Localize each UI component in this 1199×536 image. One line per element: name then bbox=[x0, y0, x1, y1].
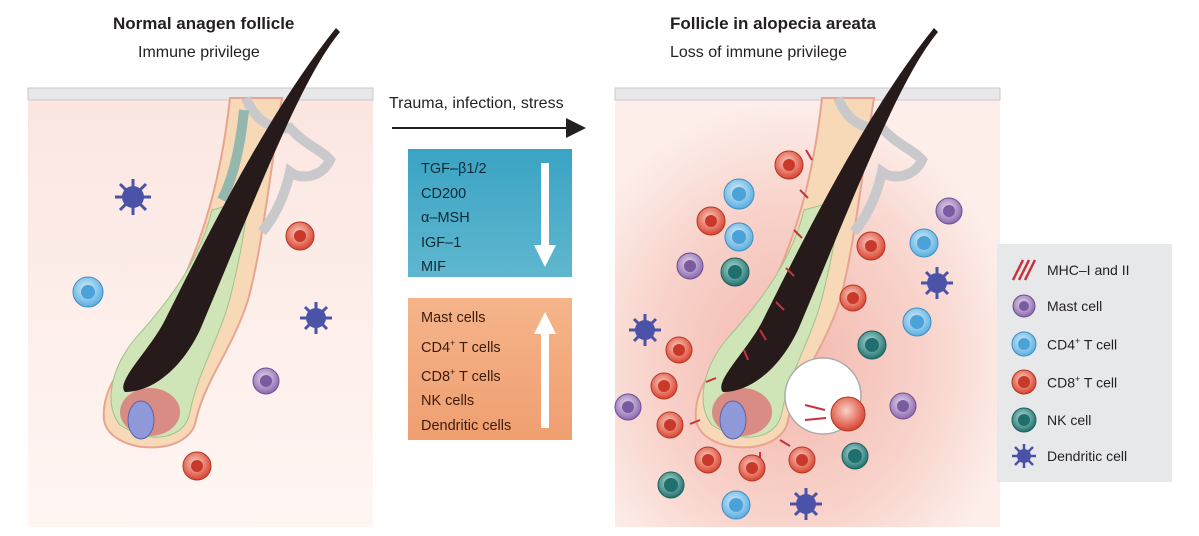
cd4-t-cell-icon bbox=[1011, 331, 1037, 357]
dendritic-cell-icon bbox=[1012, 444, 1036, 468]
down-arrow-icon bbox=[534, 163, 556, 267]
legend-mast-cell: Mast cell bbox=[1007, 292, 1102, 320]
left-hair-follicle bbox=[102, 28, 340, 449]
increase-cd8-t-cells: CD8+ T cells bbox=[421, 366, 501, 385]
left-panel-subtitle: Immune privilege bbox=[138, 44, 260, 61]
legend-cd4-t-cell: CD4+ T cell bbox=[1007, 330, 1117, 358]
mast-cell-icon bbox=[1012, 294, 1036, 318]
increase-cd4-t-cells: CD4+ T cells bbox=[421, 337, 501, 356]
right-panel-subtitle: Loss of immune privilege bbox=[670, 44, 847, 61]
cd8-t-cell-icon bbox=[1011, 369, 1037, 395]
factor-tgf-beta: TGF–β1/2 bbox=[421, 161, 487, 177]
up-arrow-icon bbox=[534, 312, 556, 428]
increased-cells-box: Mast cells CD4+ T cells CD8+ T cells NK … bbox=[408, 298, 572, 440]
factor-alpha-msh: α–MSH bbox=[421, 210, 470, 226]
left-panel-title: Normal anagen follicle bbox=[113, 14, 295, 33]
increase-dendritic-cells: Dendritic cells bbox=[421, 417, 512, 434]
legend-mhc: MHC–I and II bbox=[1007, 256, 1129, 284]
decreased-factors-box: TGF–β1/2 CD200 α–MSH IGF–1 MIF bbox=[408, 149, 572, 277]
right-panel-title: Follicle in alopecia areata bbox=[670, 14, 876, 33]
right-immune-cells bbox=[614, 150, 963, 520]
mhc-icon bbox=[1011, 259, 1037, 281]
right-hair-follicle bbox=[689, 28, 938, 462]
legend-dendritic-cell: Dendritic cell bbox=[1007, 442, 1127, 470]
legend: MHC–I and II Mast cell CD4+ T cell CD8+ … bbox=[997, 244, 1172, 482]
factor-igf-1: IGF–1 bbox=[421, 234, 462, 251]
transition-label: Trauma, infection, stress bbox=[389, 95, 564, 112]
legend-cd8-t-cell: CD8+ T cell bbox=[1007, 368, 1117, 396]
increase-nk-cells: NK cells bbox=[421, 393, 475, 410]
factor-mif: MIF bbox=[421, 259, 446, 275]
factor-cd200: CD200 bbox=[421, 185, 467, 202]
nk-cell-icon bbox=[1011, 407, 1037, 433]
left-immune-cells bbox=[72, 179, 332, 481]
increase-mast-cells: Mast cells bbox=[421, 310, 486, 326]
legend-nk-cell: NK cell bbox=[1007, 406, 1091, 434]
